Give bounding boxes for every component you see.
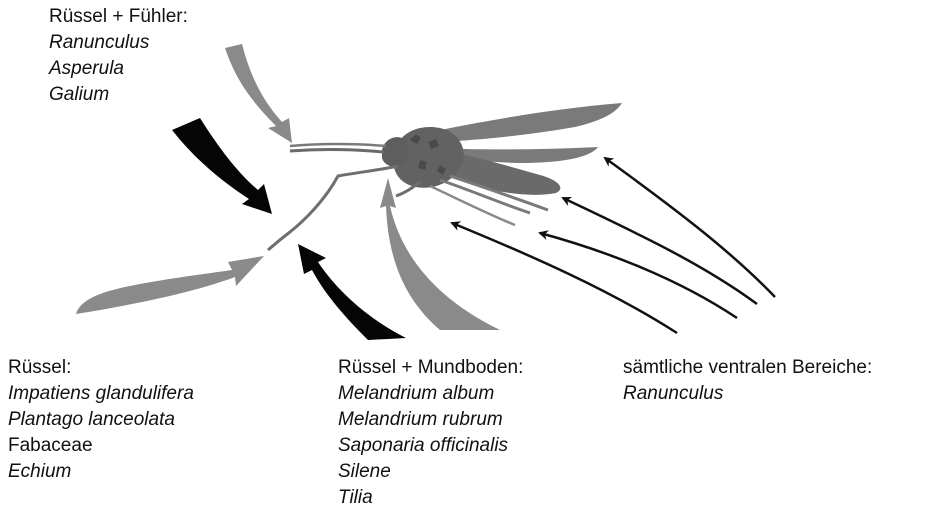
plant-name: Impatiens glandulifera [8,381,194,407]
plant-name: Asperula [49,56,188,82]
block-heading: Rüssel + Mundboden: [338,355,523,381]
head [382,137,408,166]
plant-name: Melandrium album [338,381,523,407]
plant-name: Ranunculus [623,381,872,407]
black-arrow-bottom [298,244,406,340]
gray-arrow-bottom-middle [380,178,500,330]
plant-name: Tilia [338,485,523,511]
plant-name: Plantago lanceolata [8,407,194,433]
gray-arrow-bottom-left [76,256,264,314]
block-heading: sämtliche ventralen Bereiche: [623,355,872,381]
label-block-proboscis-mouth: Rüssel + Mundboden: Melandrium album Mel… [338,355,523,511]
line-arrow-2 [563,198,757,304]
label-block-ventral-areas: sämtliche ventralen Bereiche: Ranunculus [623,355,872,407]
plant-name: Galium [49,82,188,108]
gray-arrow-top [225,44,292,143]
proboscis [290,149,384,152]
line-arrow-1 [605,158,775,297]
black-arrow-left [172,118,272,214]
label-block-proboscis-antennae: Rüssel + Fühler: Ranunculus Asperula Gal… [49,4,188,108]
front-leg [268,166,398,250]
plant-name: Saponaria officinalis [338,433,523,459]
block-heading: Rüssel: [8,355,194,381]
plant-name: Silene [338,459,523,485]
plant-family: Fabaceae [8,433,194,459]
plant-name: Ranunculus [49,30,188,56]
label-block-proboscis: Rüssel: Impatiens glandulifera Plantago … [8,355,194,485]
upper-wing [430,103,622,142]
antenna-upper [290,144,386,146]
block-heading: Rüssel + Fühler: [49,4,188,30]
plant-name: Melandrium rubrum [338,407,523,433]
insect-body [268,103,622,250]
plant-name: Echium [8,459,194,485]
